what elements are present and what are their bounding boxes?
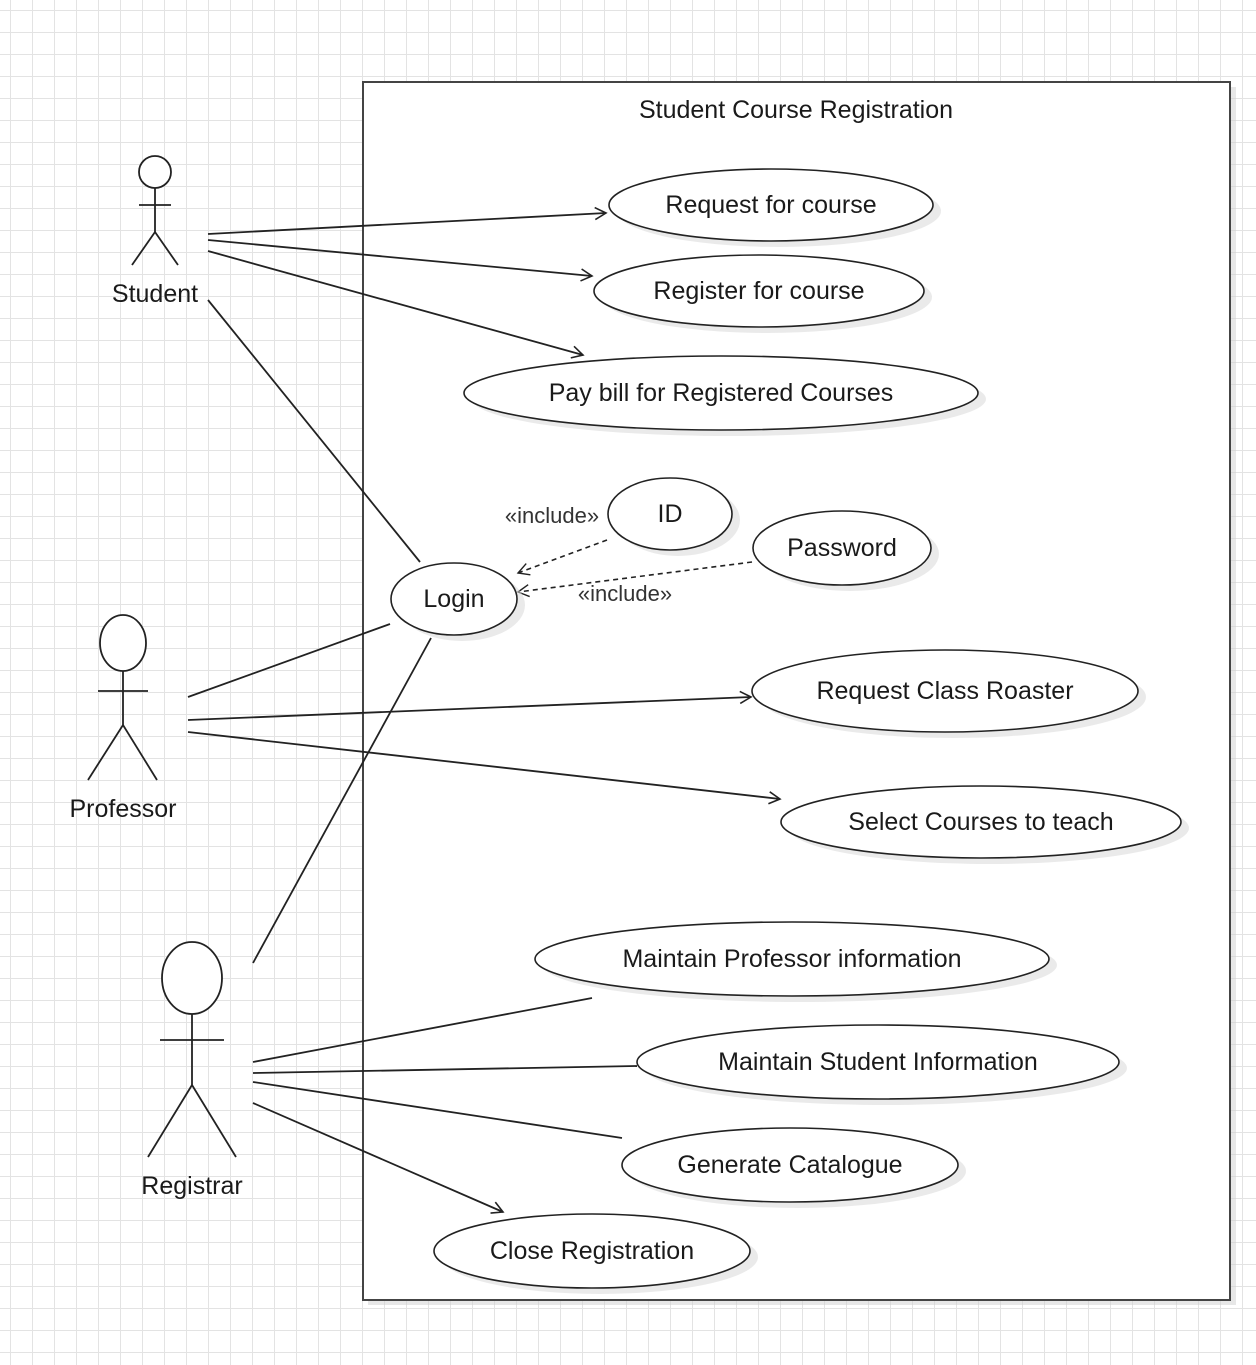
- assoc-registrar-maintain-professor[interactable]: [252, 997, 593, 1063]
- use-case-password-label: Password: [787, 534, 897, 562]
- actor-registrar-label: Registrar: [141, 1172, 242, 1200]
- actor-registrar[interactable]: Registrar: [141, 941, 243, 1200]
- use-case-request-for-course[interactable]: Request for course: [608, 168, 941, 247]
- use-case-id[interactable]: ID: [607, 477, 740, 556]
- use-case-generate-catalogue-label: Generate Catalogue: [677, 1151, 902, 1179]
- system-boundary-title: Student Course Registration: [639, 96, 953, 124]
- include-id-arrow[interactable]: [516, 539, 608, 576]
- include-relationships: «include» «include»: [505, 503, 753, 606]
- use-case-request-class-roaster[interactable]: Request Class Roaster: [751, 649, 1146, 738]
- include-password-arrow[interactable]: [516, 561, 753, 598]
- use-case-pay-bill-label: Pay bill for Registered Courses: [549, 379, 894, 407]
- include-password-stereotype: «include»: [578, 581, 672, 606]
- professor-associations: [187, 623, 782, 805]
- use-case-password[interactable]: Password: [752, 510, 939, 591]
- actor-student-label: Student: [112, 280, 198, 308]
- use-case-request-class-roaster-label: Request Class Roaster: [816, 677, 1073, 705]
- actor-professor[interactable]: Professor: [70, 614, 177, 823]
- actor-student[interactable]: Student: [112, 155, 198, 308]
- assoc-registrar-login[interactable]: [252, 637, 432, 964]
- assoc-student-register-course[interactable]: [207, 239, 594, 282]
- use-case-close-registration-label: Close Registration: [490, 1237, 694, 1265]
- use-case-pay-bill[interactable]: Pay bill for Registered Courses: [463, 355, 986, 436]
- use-case-close-registration[interactable]: Close Registration: [433, 1213, 758, 1294]
- student-head-icon: [138, 155, 172, 189]
- assoc-student-pay-bill[interactable]: [207, 250, 585, 359]
- use-case-login-label: Login: [423, 585, 484, 613]
- use-case-maintain-student-information[interactable]: Maintain Student Information: [636, 1024, 1127, 1105]
- assoc-registrar-generate-catalogue[interactable]: [252, 1081, 623, 1139]
- use-case-select-courses-to-teach-label: Select Courses to teach: [848, 808, 1113, 836]
- use-case-register-for-course-label: Register for course: [653, 277, 864, 305]
- registrar-associations: [252, 637, 638, 1214]
- assoc-professor-request-roaster[interactable]: [187, 690, 753, 721]
- use-case-id-label: ID: [658, 500, 683, 528]
- use-case-login[interactable]: Login: [390, 562, 525, 641]
- use-case-maintain-student-information-label: Maintain Student Information: [718, 1048, 1038, 1076]
- use-case-maintain-professor-information-label: Maintain Professor information: [622, 945, 961, 973]
- use-case-request-for-course-label: Request for course: [665, 191, 876, 219]
- assoc-student-request-course[interactable]: [207, 206, 608, 235]
- use-case-generate-catalogue[interactable]: Generate Catalogue: [621, 1127, 966, 1208]
- assoc-professor-login[interactable]: [187, 623, 391, 698]
- student-associations: [207, 206, 608, 563]
- use-case-select-courses-to-teach[interactable]: Select Courses to teach: [780, 785, 1189, 864]
- assoc-professor-select-courses[interactable]: [187, 731, 782, 805]
- professor-head-icon: [99, 614, 147, 672]
- assoc-student-login[interactable]: [207, 299, 421, 563]
- include-id-stereotype: «include»: [505, 503, 599, 528]
- assoc-registrar-close-registration[interactable]: [252, 1102, 505, 1214]
- registrar-head-icon: [161, 941, 223, 1015]
- use-case-maintain-professor-information[interactable]: Maintain Professor information: [534, 921, 1057, 1002]
- actor-professor-label: Professor: [70, 795, 177, 823]
- use-case-register-for-course[interactable]: Register for course: [593, 254, 932, 333]
- assoc-registrar-maintain-student[interactable]: [252, 1065, 638, 1074]
